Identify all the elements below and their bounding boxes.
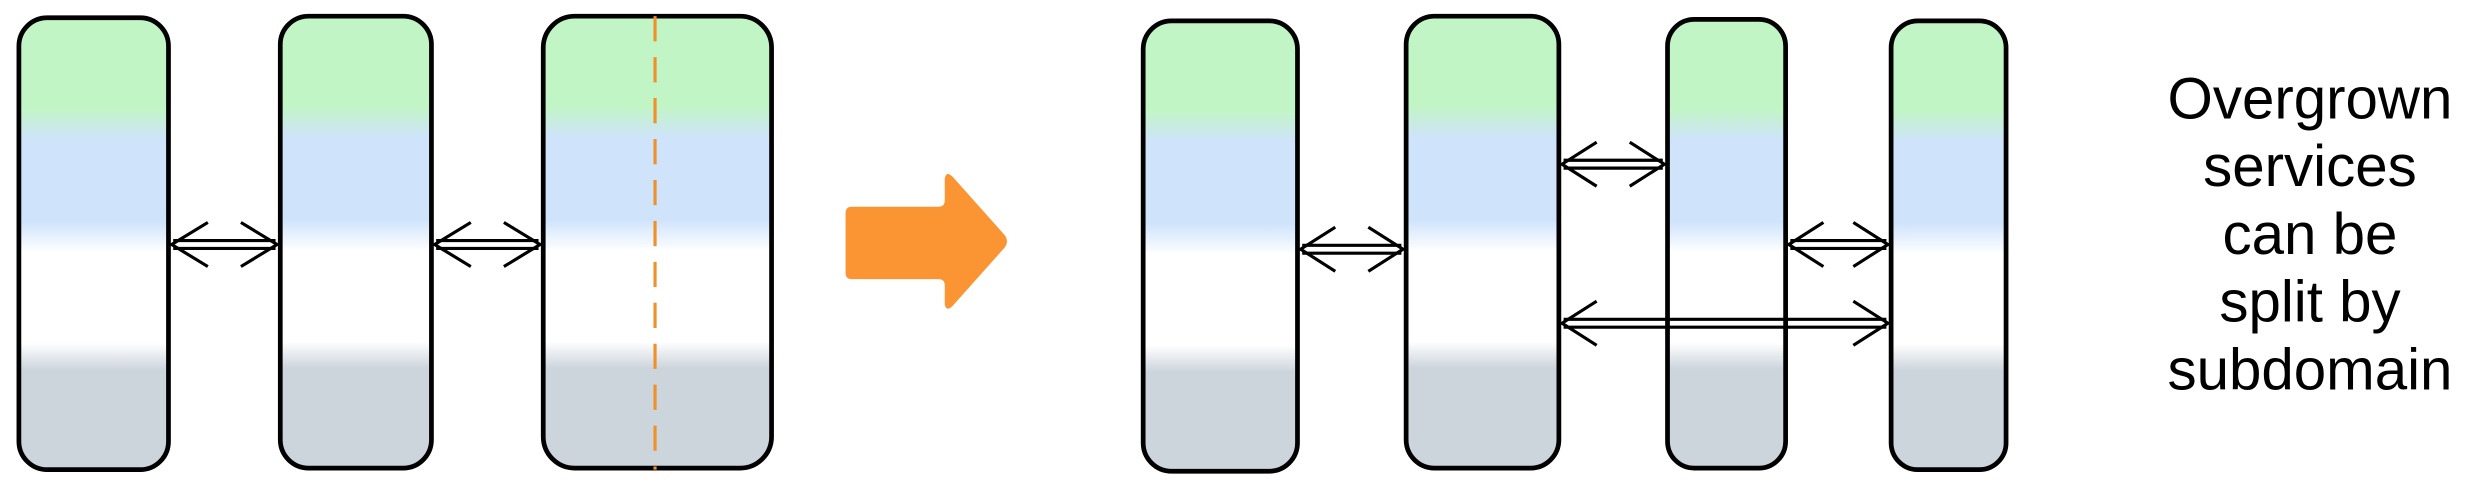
caption-line: subdomain xyxy=(2167,337,2452,402)
service-box-a xyxy=(1140,18,1300,474)
dependency-arrow xyxy=(168,221,281,268)
dependency-arrow xyxy=(1785,221,1891,268)
transform-arrow-icon xyxy=(845,173,1007,309)
service-box-c xyxy=(1665,16,1788,471)
dependency-arrow xyxy=(1297,225,1406,273)
service-box-overgrown xyxy=(540,13,774,471)
caption-line: services xyxy=(2203,134,2417,199)
caption-line: can be xyxy=(2223,202,2398,267)
service-box-1 xyxy=(16,15,171,473)
caption-line: split by xyxy=(2219,270,2401,335)
service-box-2 xyxy=(277,13,434,471)
caption-line: Overgrown xyxy=(2168,67,2453,132)
dependency-arrow xyxy=(431,221,544,268)
service-box-d xyxy=(1888,18,2009,473)
dependency-arrow-long xyxy=(1559,299,1891,347)
after-group xyxy=(1140,13,2009,474)
before-group xyxy=(16,13,774,473)
caption: Overgrown services can be split by subdo… xyxy=(2167,67,2452,403)
service-box-b xyxy=(1403,13,1562,471)
dependency-arrow xyxy=(1559,140,1668,188)
